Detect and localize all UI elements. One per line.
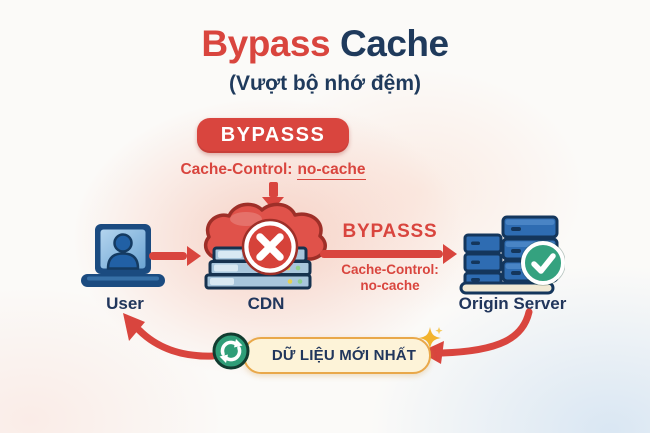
- page-subtitle: (Vượt bộ nhớ đệm): [228, 71, 422, 95]
- request-bypass-label: BYPASSS: [342, 221, 438, 242]
- title-rest: Cache: [340, 23, 449, 64]
- return-curve-right: [438, 308, 533, 357]
- return-curve-left: [135, 326, 217, 360]
- cache-control-header: Cache-Control:no-cache: [0, 161, 546, 180]
- title-highlight: Bypass: [201, 23, 331, 64]
- header-name: Cache-Control:: [180, 161, 293, 178]
- return-arrowhead-left: [123, 313, 145, 341]
- arrow-head: [187, 246, 201, 266]
- user-label: User: [106, 294, 144, 313]
- request-header-line2: no-cache: [360, 278, 420, 293]
- arrow-shaft: [320, 250, 443, 258]
- check-circle-icon: [520, 240, 565, 286]
- origin-server-icon: [459, 215, 565, 295]
- arrow-shaft: [149, 252, 187, 260]
- bypass-callout: BYPASSS Cache-Control:no-cache: [0, 118, 546, 180]
- refresh-icon: [212, 332, 250, 370]
- arrow-shaft: [268, 182, 278, 197]
- fresh-data-badge: DỮ LIỆU MỚI NHẤT: [243, 337, 431, 374]
- sparkle-icon: [419, 327, 443, 349]
- cdn-cloud-icon: [203, 202, 327, 290]
- bypass-badge: BYPASSS: [196, 118, 350, 153]
- return-arrowhead-right: [420, 341, 444, 364]
- arrow-head: [443, 244, 457, 264]
- fresh-data-label: DỮ LIỆU MỚI NHẤT: [271, 347, 417, 364]
- arrow-cdn-to-origin-icon: [320, 244, 457, 264]
- origin-server-label: Origin Server: [458, 294, 567, 313]
- arrow-user-to-cdn-icon: [149, 246, 201, 266]
- x-circle-icon: [241, 218, 299, 276]
- laptop-user-icon: [81, 224, 165, 287]
- header-value: no-cache: [297, 161, 366, 180]
- cdn-label: CDN: [247, 294, 285, 313]
- request-header-line1: Cache-Control:: [341, 262, 439, 277]
